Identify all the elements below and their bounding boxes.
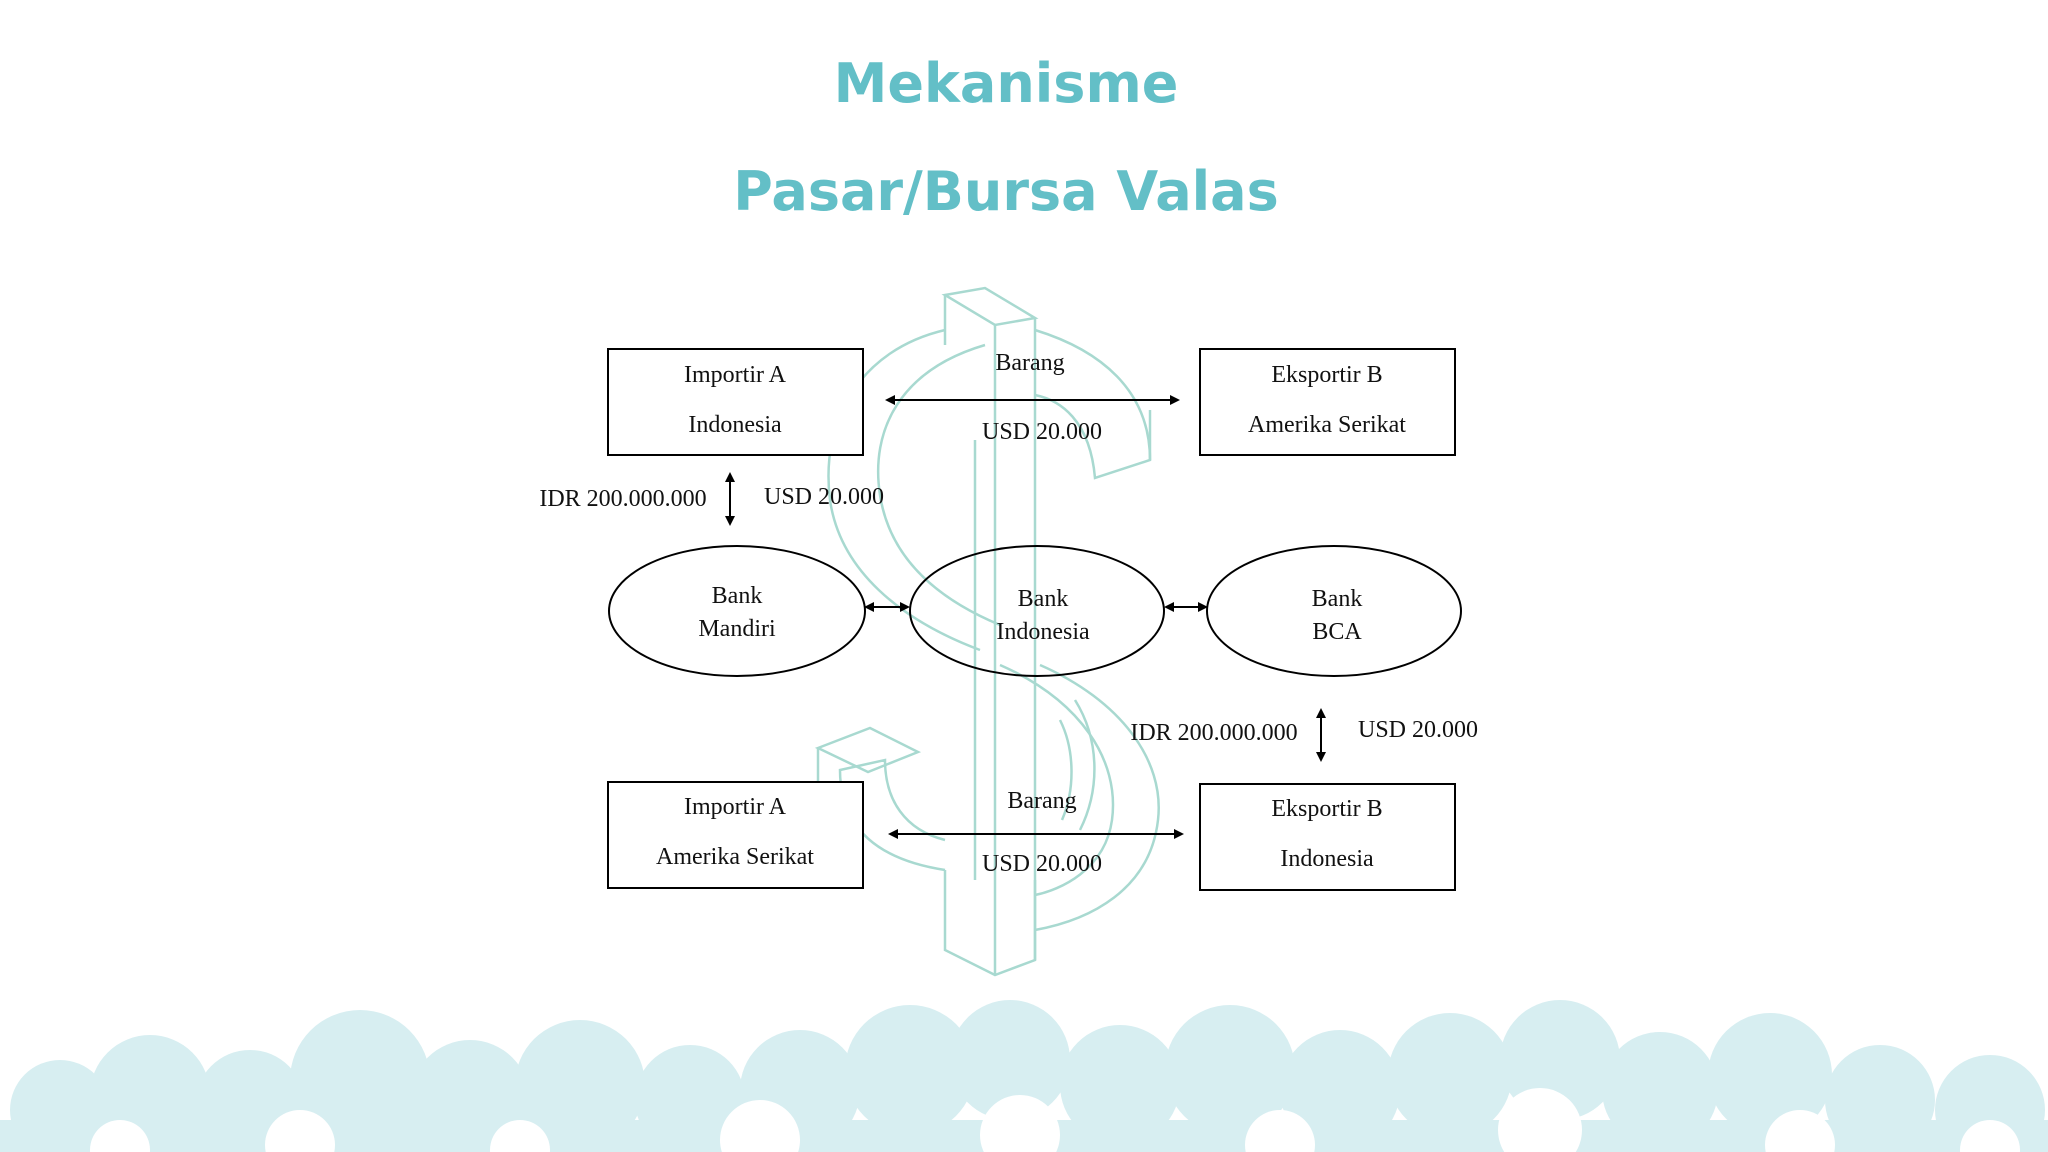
bank-mandiri: Bank Mandiri	[608, 545, 866, 677]
bottom-arrow: Barang USD 20.000	[888, 788, 1184, 877]
exchange-right-label: USD 20.000	[1358, 717, 1478, 743]
box-eksportir-amerika: Eksportir B Amerika Serikat	[1199, 348, 1456, 456]
box-importir-amerika: Importir A Amerika Serikat	[607, 781, 864, 889]
box-line2: Indonesia	[688, 412, 782, 438]
slide-title-line1: Mekanisme	[833, 52, 1179, 115]
bank-line1: Bank	[1312, 586, 1363, 612]
bank-line2: BCA	[1312, 619, 1362, 645]
bank-indonesia: Bank Indonesia	[909, 545, 1165, 677]
box-eksportir-indonesia: Eksportir B Indonesia	[1199, 783, 1456, 891]
slide-title-line2: Pasar/Bursa Valas	[733, 160, 1279, 223]
left-exchange-arrow: IDR 200.000.000 USD 20.000	[539, 472, 884, 526]
bank-line2: Mandiri	[698, 616, 776, 642]
box-line1: Importir A	[684, 794, 787, 820]
box-line2: Amerika Serikat	[656, 844, 814, 870]
box-importir-indonesia: Importir A Indonesia	[607, 348, 864, 456]
exchange-left-label: IDR 200.000.000	[539, 486, 706, 512]
box-line1: Eksportir B	[1271, 362, 1382, 388]
arrow-label-above: Barang	[1007, 788, 1076, 814]
dollar-sign-icon	[814, 286, 1160, 977]
arrow-label-below: USD 20.000	[982, 419, 1102, 445]
bank-line2: Indonesia	[996, 619, 1090, 645]
bank-line1: Bank	[712, 583, 763, 609]
arrow-label-above: Barang	[995, 350, 1064, 376]
box-line1: Eksportir B	[1271, 796, 1382, 822]
box-line2: Amerika Serikat	[1248, 412, 1406, 438]
box-line1: Importir A	[684, 362, 787, 388]
top-arrow: Barang USD 20.000	[885, 350, 1180, 445]
right-exchange-arrow: IDR 200.000.000 USD 20.000	[1130, 708, 1478, 762]
bank-bca: Bank BCA	[1206, 545, 1462, 677]
bank-line1: Bank	[1018, 586, 1069, 612]
exchange-right-label: USD 20.000	[764, 484, 884, 510]
arrow-label-below: USD 20.000	[982, 851, 1102, 877]
box-line2: Indonesia	[1280, 846, 1374, 872]
exchange-left-label: IDR 200.000.000	[1130, 720, 1297, 746]
